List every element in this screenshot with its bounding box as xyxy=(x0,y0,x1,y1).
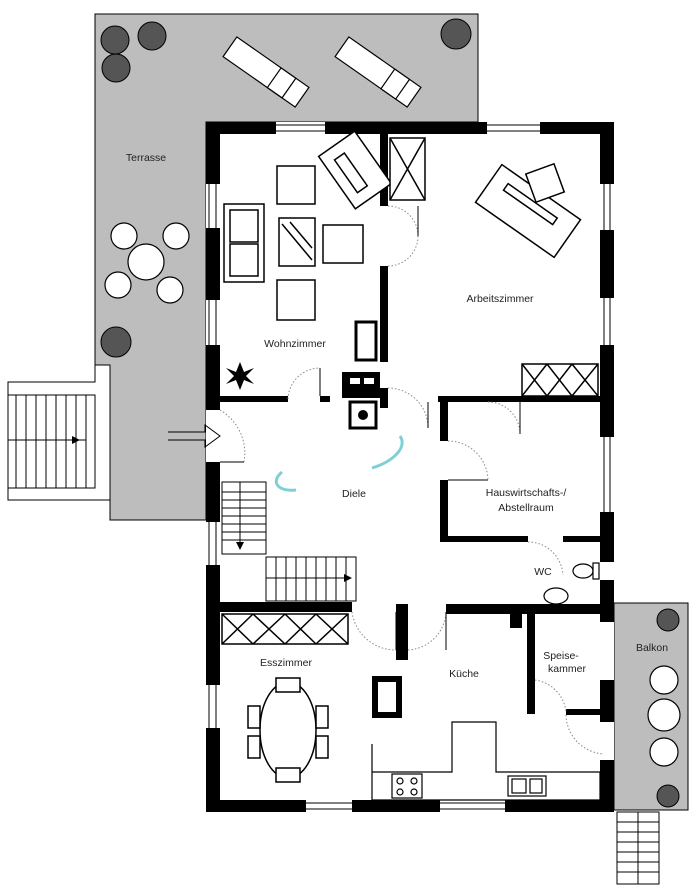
entrance-arrow xyxy=(168,424,221,448)
interior-stairs xyxy=(221,481,357,602)
label-terrasse: Terrasse xyxy=(126,152,166,164)
label-kueche: Küche xyxy=(449,668,479,680)
kitchen-counter xyxy=(371,721,601,801)
interior-walls xyxy=(220,134,600,718)
exterior-walls xyxy=(206,122,614,812)
label-balkon: Balkon xyxy=(636,642,668,654)
fireplace xyxy=(342,320,380,430)
label-diele: Diele xyxy=(342,488,366,500)
label-esszimmer: Esszimmer xyxy=(260,657,312,669)
esszimmer-shelf xyxy=(221,613,349,645)
living-furniture xyxy=(223,130,393,321)
desk xyxy=(474,162,582,259)
label-wc: WC xyxy=(534,566,552,578)
windows xyxy=(208,124,611,810)
house-plant xyxy=(226,362,254,390)
cabinet-top xyxy=(389,137,426,201)
label-arbeitszimmer: Arbeitszimmer xyxy=(466,293,534,305)
entrance-stairs xyxy=(7,364,111,501)
plants xyxy=(100,18,680,808)
balcony-furniture xyxy=(647,665,681,767)
label-hwr-2: Abstellraum xyxy=(498,502,554,514)
label-speise-1: Speise- xyxy=(543,650,579,662)
diele-decor xyxy=(274,435,404,492)
dining-table xyxy=(247,677,329,783)
wc-fixtures xyxy=(543,562,600,605)
label-wohnzimmer: Wohnzimmer xyxy=(264,338,326,350)
sun-loungers xyxy=(222,36,422,108)
label-hwr-1: Hauswirtschafts-/ xyxy=(486,487,567,499)
terrace-table-set xyxy=(104,222,190,304)
shelf-arbeitszimmer xyxy=(521,363,599,397)
label-speise-2: kammer xyxy=(548,663,586,675)
balcony-stairs xyxy=(616,811,660,885)
